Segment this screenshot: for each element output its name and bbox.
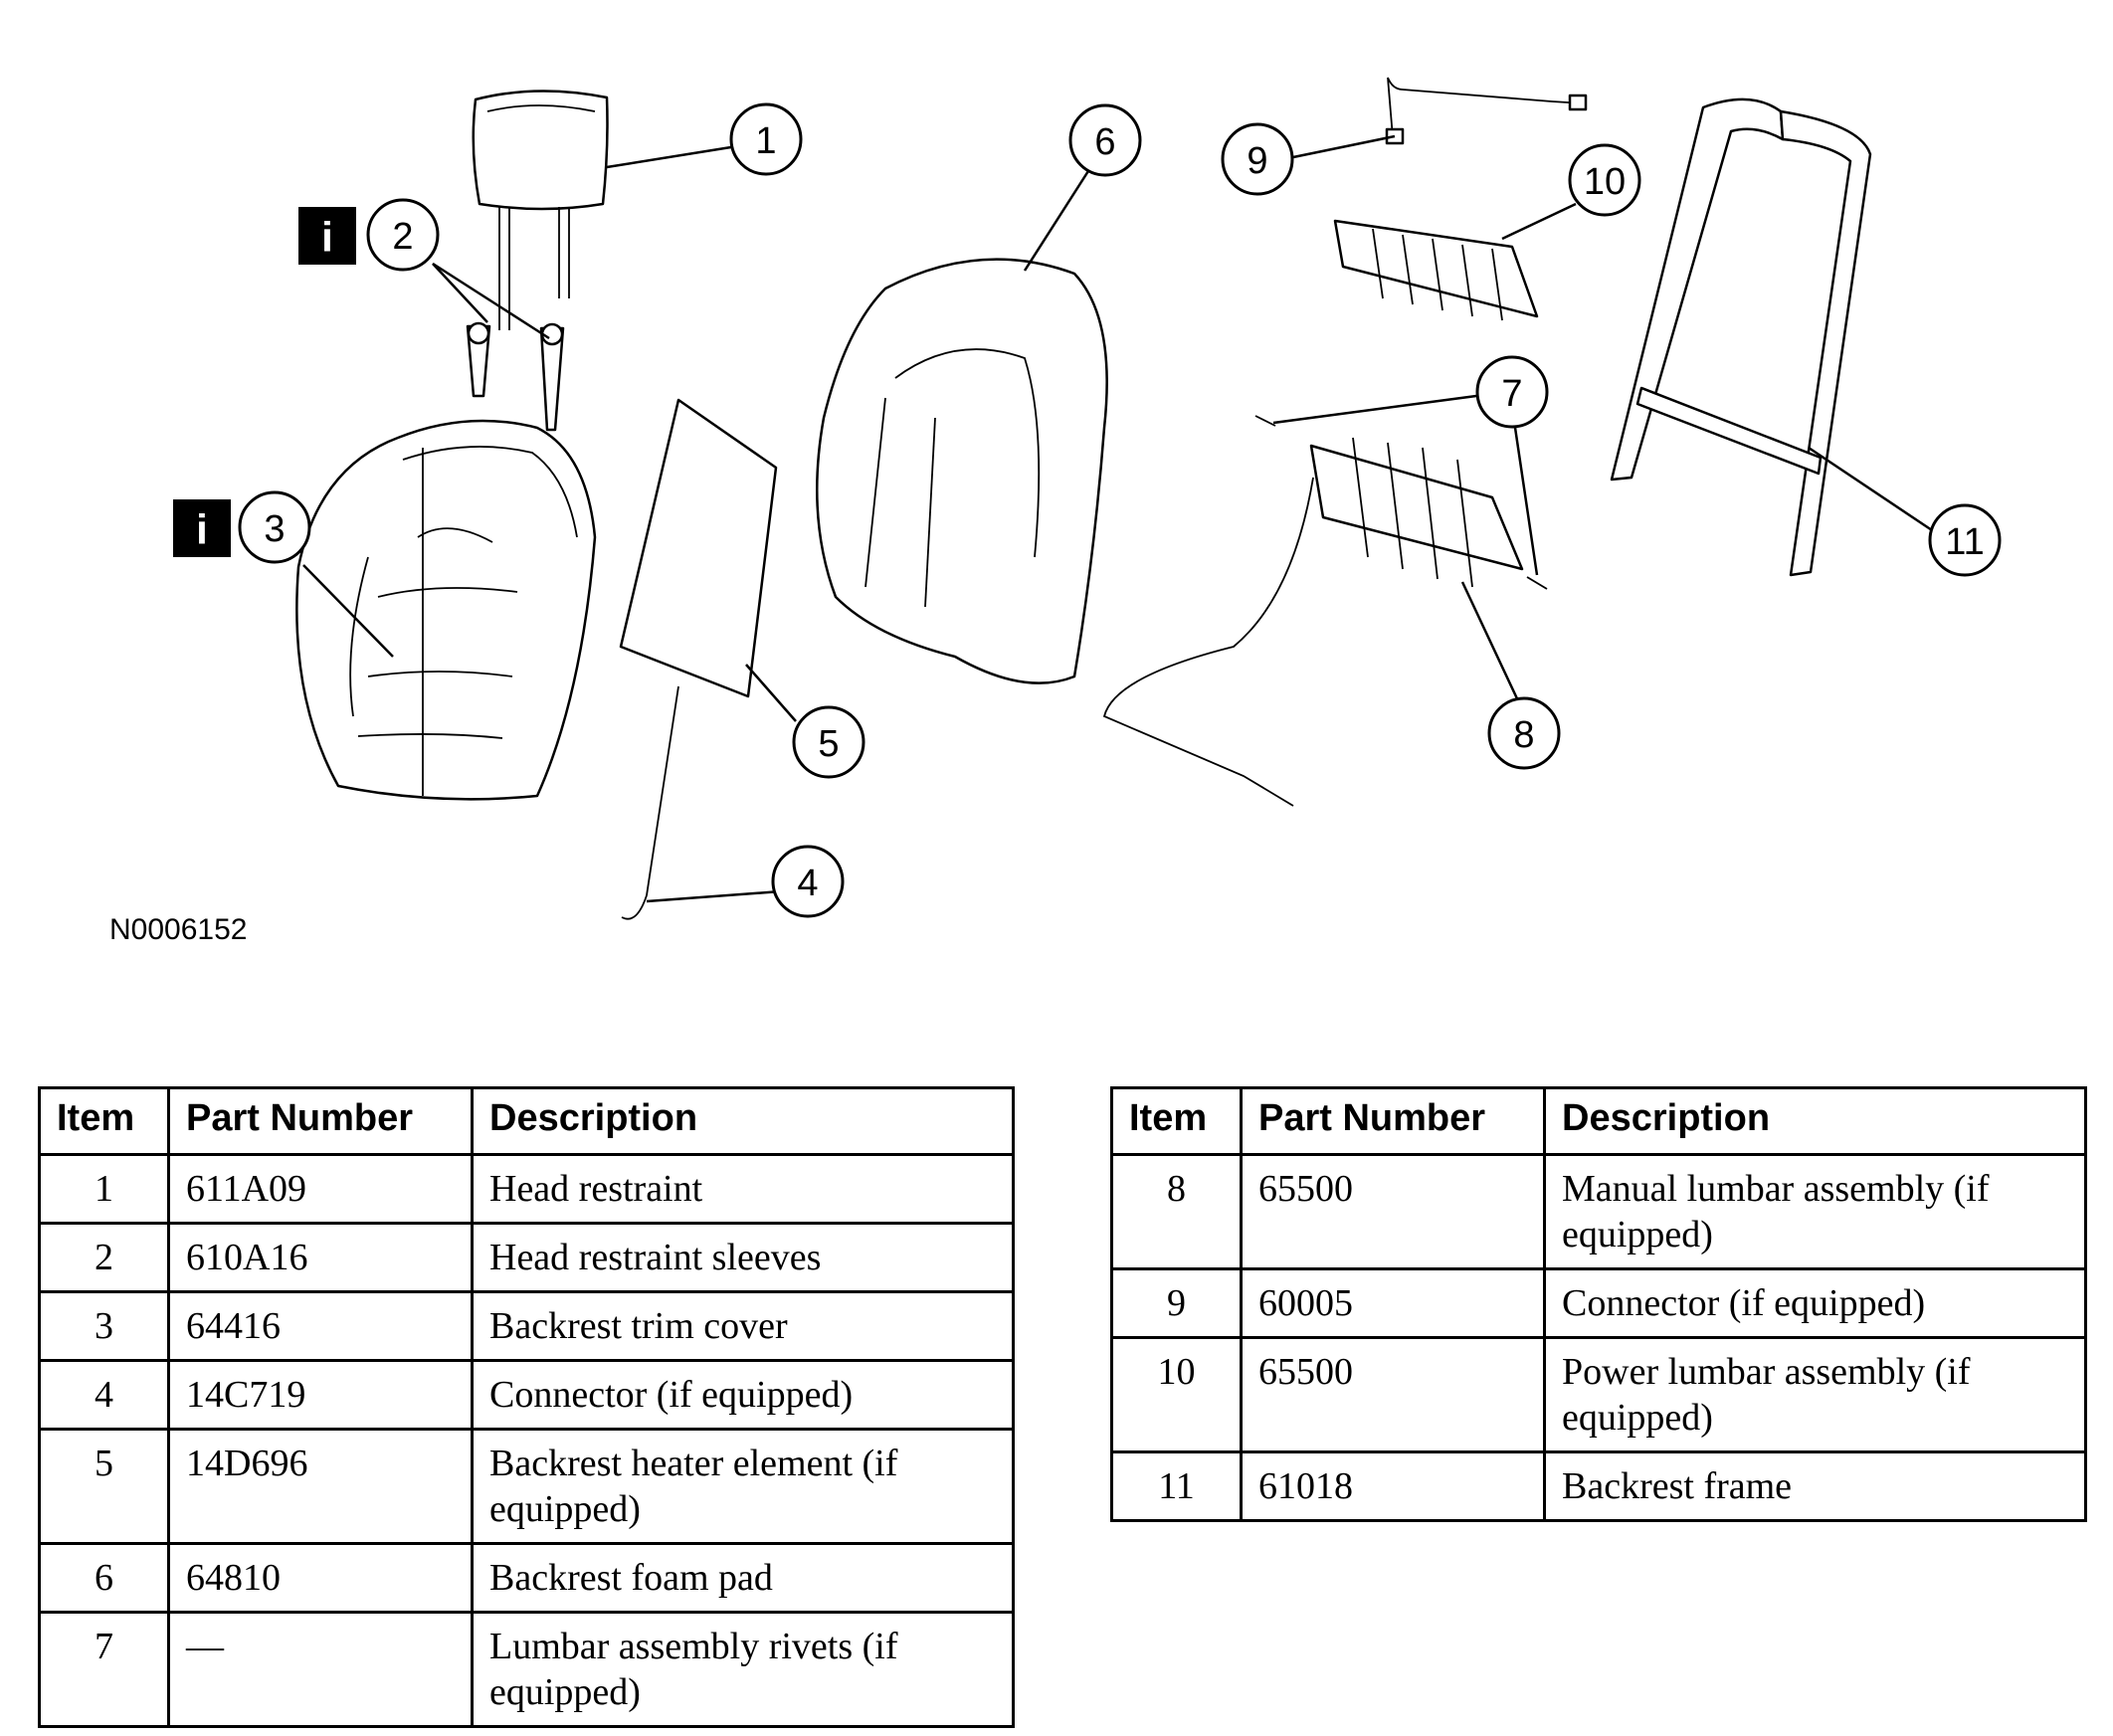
part-number-cell: 610A16 bbox=[167, 1222, 474, 1293]
header-item: Item bbox=[1110, 1086, 1243, 1156]
part-number-cell: 65500 bbox=[1240, 1336, 1546, 1453]
callout-7: 7 bbox=[1475, 355, 1549, 429]
header-description: Description bbox=[1543, 1086, 2087, 1156]
description-cell: Power lumbar assembly (if equipped) bbox=[1543, 1336, 2087, 1453]
backrest-foam-pad-drawing bbox=[816, 258, 1108, 684]
header-part-number: Part Number bbox=[1240, 1086, 1546, 1156]
header-description: Description bbox=[471, 1086, 1015, 1156]
description-cell: Backrest heater element (if equipped) bbox=[471, 1428, 1015, 1545]
head-restraint-sleeves-drawing bbox=[466, 321, 565, 432]
part-number-cell: — bbox=[167, 1611, 474, 1728]
info-icon[interactable]: i bbox=[298, 207, 356, 265]
power-lumbar-assembly-drawing bbox=[1333, 219, 1539, 321]
backrest-frame-drawing bbox=[1610, 97, 1872, 577]
table-row: 7—Lumbar assembly rivets (if equipped) bbox=[38, 1611, 1015, 1728]
description-cell: Manual lumbar assembly (if equipped) bbox=[1543, 1153, 2087, 1270]
description-cell: Connector (if equipped) bbox=[471, 1359, 1015, 1431]
description-cell: Backrest trim cover bbox=[471, 1290, 1015, 1362]
leader-lines bbox=[302, 134, 1936, 903]
svg-text:7: 7 bbox=[1501, 373, 1522, 415]
manual-lumbar-assembly-drawing bbox=[1102, 415, 1548, 807]
svg-text:10: 10 bbox=[1584, 161, 1626, 203]
callout-10: 10 bbox=[1568, 143, 1641, 217]
callout-8: 8 bbox=[1487, 696, 1561, 770]
description-cell: Backrest frame bbox=[1543, 1450, 2087, 1522]
callout-5: 5 bbox=[792, 705, 865, 779]
part-number-cell: 64416 bbox=[167, 1290, 474, 1362]
description-cell: Head restraint bbox=[471, 1153, 1015, 1225]
callout-9: 9 bbox=[1221, 122, 1294, 196]
figure-id: N0006152 bbox=[109, 913, 248, 946]
part-number-cell: 611A09 bbox=[167, 1153, 474, 1225]
info-icon-glyph: i bbox=[321, 214, 333, 261]
svg-text:3: 3 bbox=[264, 508, 285, 550]
backrest-trim-cover-drawing bbox=[295, 419, 597, 801]
head-restraint-drawing bbox=[472, 90, 609, 330]
callout-2: 2 bbox=[366, 198, 440, 272]
description-cell: Backrest foam pad bbox=[471, 1542, 1015, 1614]
part-number-cell: 61018 bbox=[1240, 1450, 1546, 1522]
svg-text:6: 6 bbox=[1094, 121, 1115, 163]
svg-text:5: 5 bbox=[818, 723, 839, 765]
callout-6: 6 bbox=[1068, 103, 1142, 177]
callout-4: 4 bbox=[771, 845, 845, 918]
item-cell: 3 bbox=[38, 1290, 170, 1362]
info-icon[interactable]: i bbox=[173, 499, 231, 557]
item-cell: 4 bbox=[38, 1359, 170, 1431]
table-header-row: Item Part Number Description bbox=[1110, 1086, 2087, 1156]
item-cell: 11 bbox=[1110, 1450, 1243, 1522]
svg-text:2: 2 bbox=[392, 216, 413, 258]
part-number-cell: 64810 bbox=[167, 1542, 474, 1614]
item-cell: 5 bbox=[38, 1428, 170, 1545]
info-icon-glyph: i bbox=[196, 506, 208, 553]
item-cell: 9 bbox=[1110, 1267, 1243, 1339]
part-number-cell: 14D696 bbox=[167, 1428, 474, 1545]
svg-text:1: 1 bbox=[755, 120, 776, 162]
part-number-cell: 60005 bbox=[1240, 1267, 1546, 1339]
item-cell: 8 bbox=[1110, 1153, 1243, 1270]
description-cell: Head restraint sleeves bbox=[471, 1222, 1015, 1293]
part-number-cell: 65500 bbox=[1240, 1153, 1546, 1270]
svg-text:11: 11 bbox=[1945, 521, 1984, 563]
table-header-row: Item Part Number Description bbox=[38, 1086, 1015, 1156]
exploded-view-diagram: i i 1 2 3 4 5 6 7 8 9 10 11 bbox=[173, 77, 2002, 920]
header-item: Item bbox=[38, 1086, 170, 1156]
heater-element-drawing bbox=[619, 398, 778, 920]
connector-drawing bbox=[1385, 77, 1588, 145]
callout-1: 1 bbox=[729, 102, 803, 176]
svg-text:9: 9 bbox=[1247, 140, 1267, 182]
item-cell: 2 bbox=[38, 1222, 170, 1293]
svg-text:8: 8 bbox=[1513, 714, 1534, 756]
item-cell: 1 bbox=[38, 1153, 170, 1225]
part-number-cell: 14C719 bbox=[167, 1359, 474, 1431]
description-cell: Lumbar assembly rivets (if equipped) bbox=[471, 1611, 1015, 1728]
description-cell: Connector (if equipped) bbox=[1543, 1267, 2087, 1339]
header-part-number: Part Number bbox=[167, 1086, 474, 1156]
svg-text:4: 4 bbox=[797, 863, 818, 904]
callout-3: 3 bbox=[238, 490, 311, 564]
item-cell: 6 bbox=[38, 1542, 170, 1614]
item-cell: 10 bbox=[1110, 1336, 1243, 1453]
item-cell: 7 bbox=[38, 1611, 170, 1728]
callout-11: 11 bbox=[1928, 503, 2002, 577]
